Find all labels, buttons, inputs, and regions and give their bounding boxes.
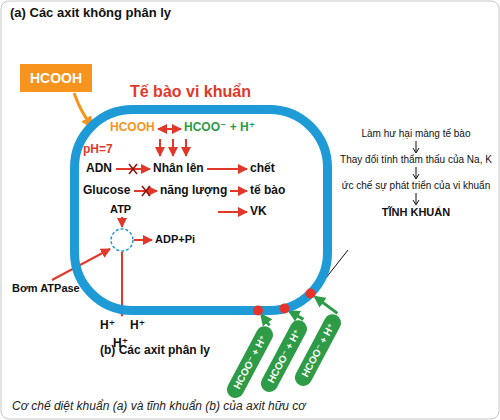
diagram-label: HCOO⁻ + H⁺ — [184, 121, 255, 135]
figure-title: (a) Các axit không phân ly — [10, 6, 171, 21]
diagram-label: ADP+Pi — [155, 233, 195, 246]
diagram-label: VK — [250, 205, 267, 219]
block-cross — [129, 164, 150, 196]
effect-step: Làm hư hại màng tế bào — [362, 128, 471, 140]
diagram-label: Glucose — [83, 184, 130, 198]
down-arrow — [411, 141, 421, 153]
diagram-label: ADN — [86, 162, 112, 176]
contact-dot — [253, 306, 263, 316]
flow-arrow — [262, 315, 270, 325]
cell-heading: Tế bào vi khuẩn — [130, 83, 251, 101]
acid-box: HCOOH — [20, 64, 92, 92]
effect-chain: Làm hư hại màng tế bào Thay đổi tính thẩ… — [334, 128, 498, 219]
effect-step: Thay đổi tính thẩm thấu của Na, K — [340, 154, 492, 166]
diagram-label: H⁺ — [100, 319, 115, 333]
flow-arrow — [290, 311, 304, 319]
diagram-label: Bơm ATPase — [12, 282, 80, 295]
flow-arrow — [74, 93, 91, 127]
diagram-label: ATP — [110, 203, 131, 216]
diagram-label: chết — [250, 162, 275, 176]
diagram-label: pH=7 — [83, 143, 113, 157]
contact-dot — [306, 289, 316, 299]
node-text: HCOOH — [30, 70, 82, 86]
cell-membrane — [70, 105, 332, 315]
down-arrow — [411, 167, 421, 179]
down-arrow — [411, 193, 421, 205]
figure-caption: Cơ chế diệt khuẩn (a) và tĩnh khuẩn (b) … — [12, 400, 306, 414]
effect-step: TĨNH KHUẨN — [382, 206, 450, 219]
diagram-label: năng lượng — [160, 184, 227, 198]
diagram-label: Nhân lên — [153, 162, 204, 176]
bacterial-cell: Tế bào vi khuẩn — [70, 105, 332, 315]
diagram-label: tế bào — [250, 184, 285, 198]
flow-arrow — [315, 297, 337, 313]
diagram-label: H⁺ — [130, 319, 145, 333]
atpase-pump — [111, 229, 133, 251]
diagram-label: HCOOH — [110, 121, 155, 135]
effect-step: ức chế sự phát triển của vi khuẩn — [342, 180, 490, 192]
diagram-label: (b) Các axit phân ly — [100, 344, 210, 358]
contact-dot — [280, 304, 290, 314]
